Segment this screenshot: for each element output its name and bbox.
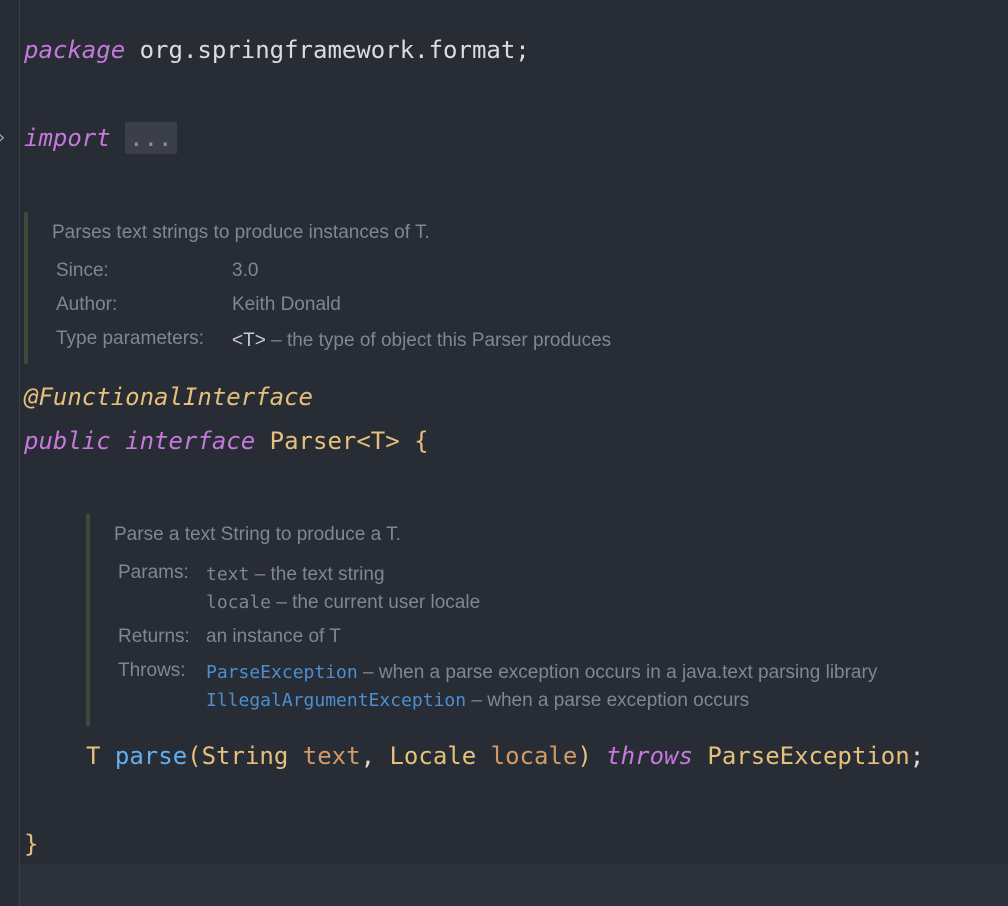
interface-name: Parser<T> [269, 427, 400, 455]
close-paren: ) [577, 742, 592, 770]
params-label: Params: [118, 562, 189, 583]
type-params-label: Type parameters: [56, 328, 204, 349]
throws-entry: IllegalArgumentException – when a parse … [206, 690, 749, 712]
exception-link[interactable]: IllegalArgumentException [206, 690, 467, 711]
method-signature[interactable]: T parse(String text, Locale locale) thro… [86, 740, 924, 772]
interface-keyword: interface [125, 427, 256, 455]
exception-desc: – when a parse exception occurs in a jav… [363, 662, 878, 683]
returns-label: Returns: [118, 626, 190, 647]
method-name: parse [114, 742, 188, 770]
param-name: locale [490, 742, 578, 770]
author-value: Keith Donald [232, 294, 341, 315]
throws-label: Throws: [118, 660, 186, 681]
functional-interface-annotation: @FunctionalInterface [24, 383, 313, 411]
annotation-line[interactable]: @FunctionalInterface [24, 381, 313, 413]
method-javadoc: Parse a text String to produce a T. Para… [86, 514, 990, 726]
class-doc-summary: Parses text strings to produce instances… [52, 222, 430, 243]
exception-link[interactable]: ParseException [206, 662, 358, 683]
param-desc: – the current user locale [276, 592, 481, 613]
throws-keyword: throws [606, 742, 693, 770]
type-param-entry: <T> – the type of object this Parser pro… [232, 330, 611, 352]
gutter-divider [19, 0, 20, 906]
throws-entry: ParseException – when a parse exception … [206, 662, 877, 684]
param-type: String [201, 742, 289, 770]
param-name: text [302, 742, 361, 770]
param-entry: locale – the current user locale [206, 592, 480, 614]
since-label: Since: [56, 260, 109, 281]
param-entry: text – the text string [206, 564, 385, 586]
param-name: locale [206, 592, 272, 613]
interface-declaration[interactable]: public interface Parser<T> { [24, 425, 429, 457]
method-doc-summary: Parse a text String to produce a T. [114, 524, 401, 545]
since-value: 3.0 [232, 260, 259, 281]
param-name: text [206, 564, 250, 585]
import-keyword: import [24, 124, 111, 152]
type-param-desc: – the type of object this Parser produce… [271, 330, 612, 351]
current-line-highlight [20, 864, 1008, 906]
public-keyword: public [24, 427, 111, 455]
exception-type: ParseException [707, 742, 910, 770]
return-type: T [86, 742, 101, 770]
package-statement[interactable]: package org.springframework.format; [24, 34, 530, 66]
returns-value: an instance of T [206, 626, 341, 647]
closing-brace-line[interactable]: } [24, 828, 38, 860]
class-javadoc: Parses text strings to produce instances… [24, 212, 928, 364]
type-param-name: <T> [232, 330, 266, 351]
author-label: Author: [56, 294, 118, 315]
param-type: Locale [389, 742, 477, 770]
package-semicolon: ; [515, 36, 530, 64]
fold-chevron-right-icon[interactable]: › [0, 128, 12, 148]
open-paren: ( [187, 742, 202, 770]
close-brace: } [24, 830, 39, 858]
comma: , [360, 742, 376, 770]
semicolon: ; [909, 742, 925, 770]
folded-imports-placeholder[interactable]: ... [125, 122, 177, 154]
import-statement[interactable]: import ... [24, 122, 177, 154]
package-keyword: package [24, 36, 126, 64]
exception-desc: – when a parse exception occurs [471, 690, 750, 711]
open-brace: { [414, 427, 429, 455]
param-desc: – the text string [254, 564, 385, 585]
package-name: org.springframework.format [139, 36, 516, 64]
